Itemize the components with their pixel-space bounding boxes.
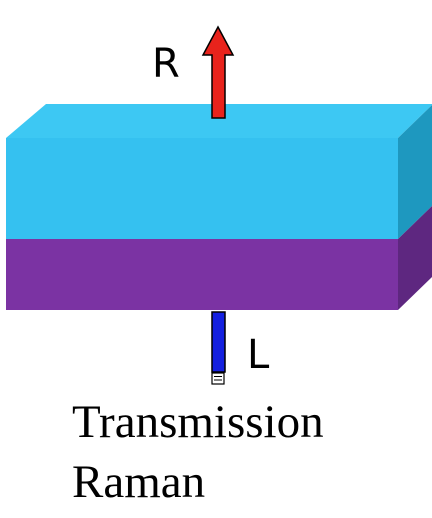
laser-beam-icon bbox=[211, 311, 226, 373]
caption-line-1: Transmission bbox=[72, 396, 324, 448]
purple-layer-front-face bbox=[6, 239, 398, 310]
reflected-label: R bbox=[152, 41, 180, 87]
cyan-layer bbox=[6, 104, 432, 239]
caption-line-2: Raman bbox=[72, 456, 205, 508]
laser-beam bbox=[211, 311, 226, 385]
purple-layer-side-face bbox=[398, 205, 432, 310]
cyan-layer-front-face bbox=[6, 138, 398, 239]
raman-arrow bbox=[201, 25, 235, 119]
purple-layer bbox=[6, 205, 432, 310]
laser-label: L bbox=[247, 332, 270, 378]
cyan-layer-top-face bbox=[6, 104, 432, 138]
raman-arrow-icon bbox=[201, 25, 235, 119]
laser-source-icon bbox=[211, 372, 225, 385]
cyan-layer-side-face bbox=[398, 104, 432, 239]
